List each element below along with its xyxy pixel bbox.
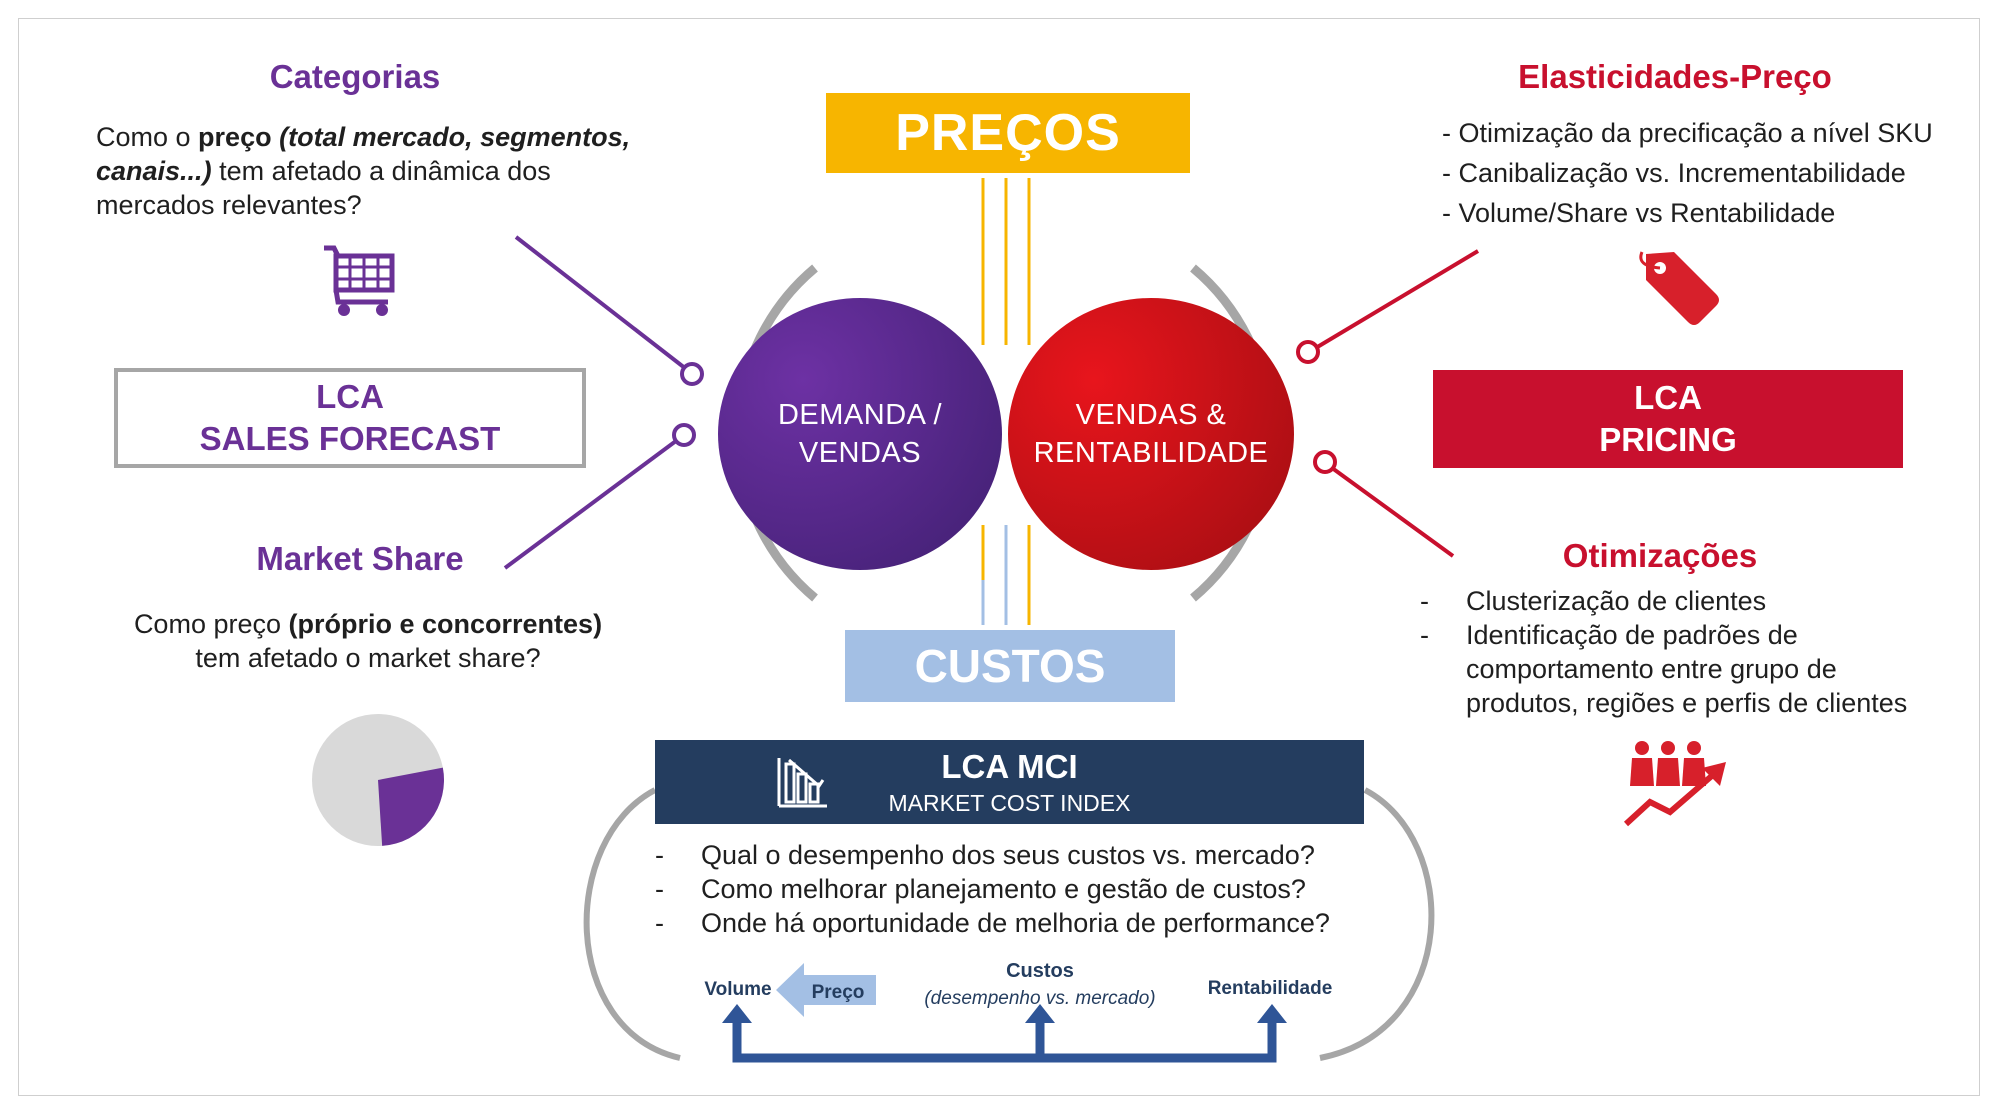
precos-label: PREÇOS [895, 104, 1121, 162]
elasticidades-title: Elasticidades-Preço [1518, 58, 1832, 95]
slide-frame [18, 18, 1980, 1096]
price-tag-icon [1639, 251, 1719, 325]
elasticidades-item-2: - Canibalização vs. Incrementabilidade [1442, 158, 1906, 188]
market-share-text-post: tem afetado o market share? [195, 643, 541, 673]
market-share-pie-slice [378, 767, 444, 846]
otimizacoes-list: Clusterização de clientes Identificação … [1420, 584, 1940, 720]
people-growth-icon [1623, 741, 1726, 827]
elasticidades-item-1: - Otimização da precificação a nível SKU [1442, 118, 1933, 148]
mci-questions: Qual o desempenho dos seus custos vs. me… [655, 838, 1375, 940]
mci-header[interactable]: LCA MCI MARKET COST INDEX [655, 740, 1364, 824]
mci-question-3: Onde há oportunidade de melhoria de perf… [655, 906, 1375, 940]
sales-forecast-line1: LCA [316, 378, 384, 415]
mci-question-2: Como melhorar planejamento e gestão de c… [655, 872, 1375, 906]
pricing-line2: PRICING [1599, 421, 1737, 458]
mci-left-arc [583, 787, 681, 1061]
demanda-line1: DEMANDA / [777, 399, 943, 431]
mci-right-arc [1319, 787, 1435, 1061]
otimizacoes-title: Otimizações [1562, 537, 1758, 574]
categorias-text-pre: Como o [96, 122, 199, 152]
vendas-line2: RENTABILIDADE [1033, 437, 1269, 469]
demanda-vendas-circle[interactable]: DEMANDA / VENDAS [718, 298, 1002, 570]
flow-custos-sub: (desempenho vs. mercado) [924, 988, 1156, 1009]
mci-subtitle: MARKET COST INDEX [888, 790, 1131, 816]
flow-preco: Preço [811, 982, 865, 1003]
shopping-cart-icon [324, 245, 395, 316]
pricing-box[interactable]: LCA PRICING [1433, 370, 1903, 468]
otimizacoes-item-2: Identificação de padrões de comportament… [1420, 618, 1940, 720]
market-share-pie-icon [312, 714, 444, 846]
sales-forecast-line2: SALES FORECAST [199, 420, 501, 457]
vendas-rentabilidade-circle[interactable]: VENDAS & RENTABILIDADE [1008, 298, 1294, 570]
flow-bracket [722, 1004, 1287, 1063]
categorias-text-post: tem afetado a dinâmica dos mercados rele… [96, 156, 551, 220]
market-share-text-bold: (próprio e concorrentes) [288, 609, 603, 639]
flow-custos: Custos [1006, 960, 1074, 982]
precos-box[interactable]: PREÇOS [826, 93, 1190, 173]
pricing-line1: LCA [1634, 379, 1702, 416]
sales-forecast-box[interactable]: LCA SALES FORECAST [114, 368, 586, 468]
bar-chart-icon [777, 758, 827, 808]
mci-title: LCA MCI [941, 748, 1078, 785]
flow-rentabilidade: Rentabilidade [1207, 978, 1333, 999]
categorias-text-italic: (total mercado, segmentos, canais...) [96, 122, 631, 186]
categorias-text: Como o preço (total mercado, segmentos, … [96, 120, 676, 222]
categorias-text-bold: preço [198, 122, 272, 152]
demanda-line2: VENDAS [798, 437, 922, 469]
market-share-text: Como preço (próprio e concorrentes) tem … [98, 607, 638, 675]
preco-custo-bars [981, 178, 1031, 625]
vendas-line1: VENDAS & [1075, 399, 1227, 431]
market-share-text-pre: Como preço [133, 609, 289, 639]
custos-label: CUSTOS [914, 640, 1106, 692]
flow-volume: Volume [704, 979, 772, 1000]
elasticidades-item-3: - Volume/Share vs Rentabilidade [1442, 198, 1836, 228]
elasticidades-list: - Otimização da precificação a nível SKU… [1442, 113, 1982, 233]
mci-question-1: Qual o desempenho dos seus custos vs. me… [655, 838, 1375, 872]
otimizacoes-item-1: Clusterização de clientes [1420, 584, 1940, 618]
categorias-title: Categorias [269, 58, 441, 95]
market-share-title: Market Share [256, 540, 464, 577]
preco-arrow-icon [776, 963, 876, 1017]
custos-box[interactable]: CUSTOS [845, 630, 1175, 702]
